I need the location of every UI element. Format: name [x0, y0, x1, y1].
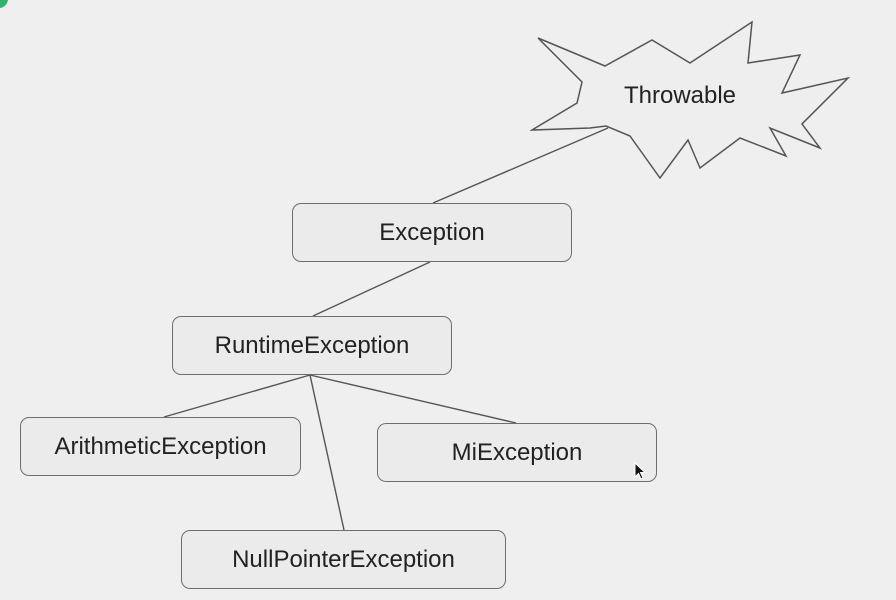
- node-arithmetic-exception-label: ArithmeticException: [54, 432, 267, 460]
- mouse-pointer-icon: [634, 462, 646, 480]
- node-arithmetic-exception[interactable]: ArithmeticException: [20, 417, 301, 476]
- window-corner-indicator: [0, 0, 8, 8]
- node-exception[interactable]: Exception: [292, 203, 572, 262]
- connector-runtime-mi: [309, 374, 517, 424]
- connector-runtime-null: [309, 374, 345, 531]
- throwable-star-outline: [530, 20, 851, 180]
- node-runtime-exception[interactable]: RuntimeException: [172, 316, 452, 375]
- node-runtime-exception-label: RuntimeException: [214, 331, 410, 359]
- throwable-star-shape: [530, 20, 851, 180]
- node-null-pointer-exception[interactable]: NullPointerException: [181, 530, 506, 589]
- node-exception-label: Exception: [379, 218, 485, 246]
- throwable-label: Throwable: [623, 82, 737, 109]
- node-null-pointer-exception-label: NullPointerException: [232, 545, 455, 573]
- connector-exception-runtime: [312, 261, 431, 317]
- node-mi-exception-label: MiException: [451, 438, 583, 466]
- node-mi-exception[interactable]: MiException: [377, 423, 657, 482]
- connector-throwable-exception: [432, 127, 609, 204]
- connector-runtime-arith: [163, 374, 311, 418]
